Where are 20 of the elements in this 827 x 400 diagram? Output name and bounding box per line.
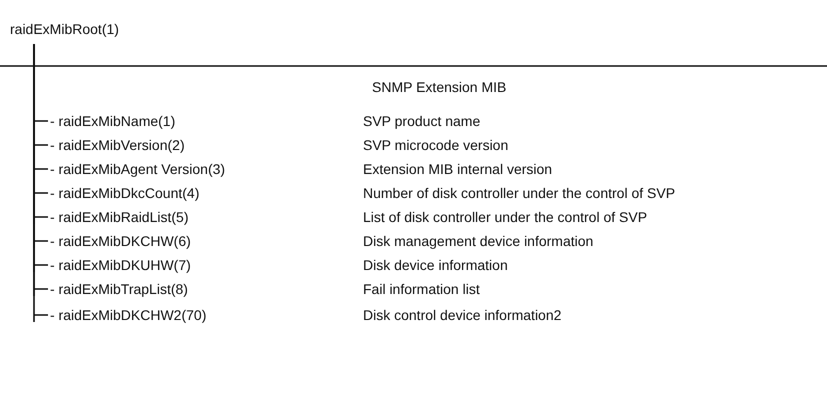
mib-object-label: - raidExMibDKCHW2(70) [50, 306, 206, 324]
description-text: Number of disk controller under the control of SVP [363, 184, 676, 202]
mib-object-label: - raidExMibDkcCount(4) [50, 184, 200, 202]
mib-object-label: - raidExMibDKCHW(6) [50, 232, 191, 250]
mib-object-label: - raidExMibTrapList(8) [50, 280, 188, 298]
description-text: Disk management device information [363, 232, 594, 250]
description-text: Disk device information [363, 256, 508, 274]
mib-object-label: - raidExMibName(1) [50, 112, 176, 130]
description-text: Fail information list [363, 280, 480, 298]
table-heading: SNMP Extension MIB [372, 78, 506, 96]
description-text: List of disk controller under the control of SVP [363, 208, 648, 226]
description-text: Extension MIB internal version [363, 160, 552, 178]
mib-object-label: - raidExMibVersion(2) [50, 136, 185, 154]
mib-object-label: - raidExMibDKUHW(7) [50, 256, 191, 274]
mib-object-label: - raidExMibAgent Version(3) [50, 160, 226, 178]
root-node-label: raidExMibRoot(1) [10, 20, 119, 38]
description-text: Disk control device information2 [363, 306, 562, 324]
description-text: SVP microcode version [363, 136, 508, 154]
mib-object-label: - raidExMibRaidList(5) [50, 208, 188, 226]
description-text: SVP product name [363, 112, 480, 130]
